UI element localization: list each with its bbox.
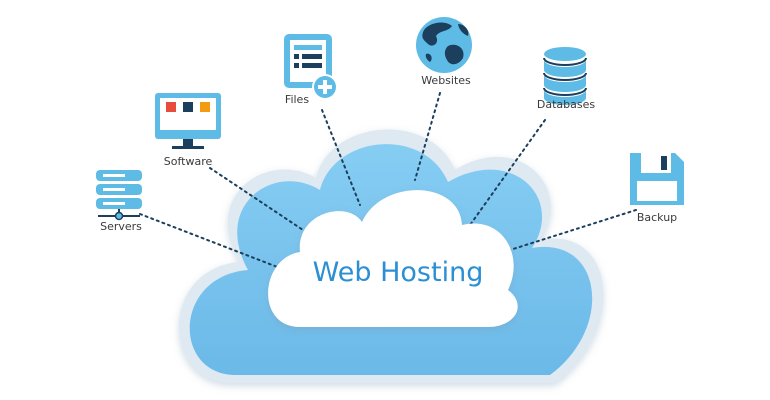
servers-label: Servers [100,220,142,233]
websites-label: Websites [421,74,471,87]
connectors [139,92,637,269]
inner-cloud-shape [268,190,518,327]
backup-label: Backup [637,211,677,224]
files-label: Files [285,93,309,106]
center-label: Web Hosting [313,257,484,288]
connector-files [321,109,361,206]
servers-icon [96,170,142,221]
globe-icon [416,17,472,73]
inner-cloud [268,190,518,327]
file-add-icon [284,34,338,100]
floppy-disk-icon [630,153,684,205]
database-icon [543,47,587,105]
monitor-icon [155,93,221,149]
connector-servers [139,213,281,269]
connector-backup [509,209,637,251]
connector-databases [469,119,546,226]
databases-label: Databases [537,98,595,111]
software-label: Software [164,155,213,168]
connector-software [209,167,319,241]
